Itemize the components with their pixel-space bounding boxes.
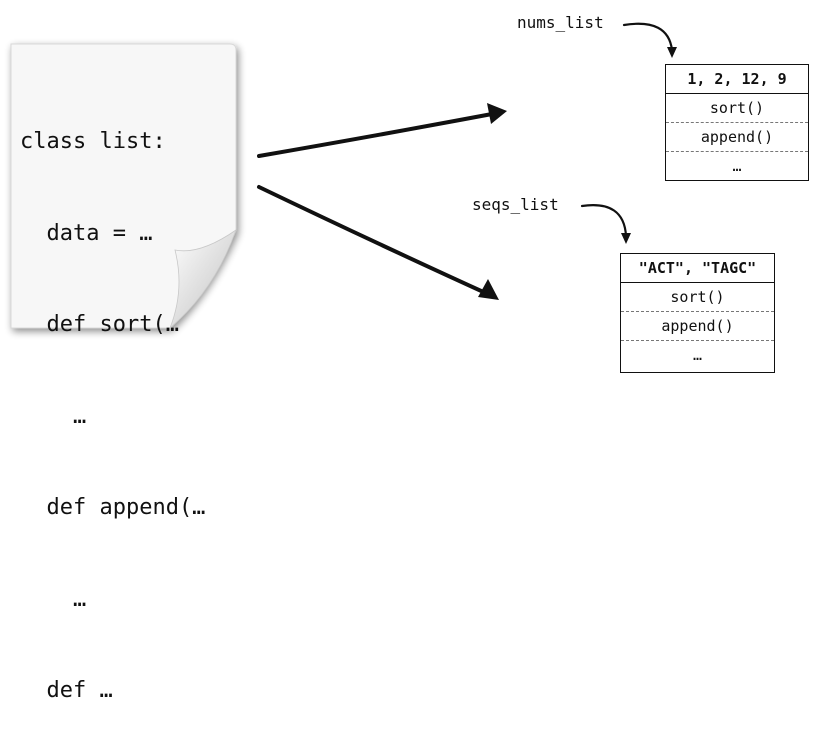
nums-list-method-append: append() bbox=[666, 122, 808, 151]
nums-pointer-head bbox=[667, 47, 677, 58]
seqs-list-data: "ACT", "TAGC" bbox=[621, 254, 774, 283]
nums-list-method-more: … bbox=[666, 151, 808, 180]
code-line: def append(… bbox=[20, 495, 206, 520]
code-line: data = … bbox=[20, 220, 153, 246]
nums-list-method-sort: sort() bbox=[709, 99, 765, 117]
seqs-pointer-head bbox=[621, 233, 631, 244]
document-page-icon bbox=[10, 43, 237, 329]
class-code-block: class list: data = … def sort(… … def ap… bbox=[20, 66, 205, 732]
arrow-head-seqs bbox=[478, 279, 499, 300]
seqs-pointer-arrow bbox=[580, 204, 628, 238]
nums-pointer-arrow bbox=[622, 22, 674, 52]
page-curl-icon bbox=[169, 228, 237, 329]
seqs-list-label: seqs_list bbox=[472, 195, 559, 214]
code-line: … bbox=[20, 586, 87, 612]
code-line: def … bbox=[20, 678, 113, 703]
arrow-to-nums-object bbox=[257, 112, 494, 158]
code-line: … bbox=[20, 403, 87, 429]
seqs-list-method-append: append() bbox=[621, 311, 774, 340]
nums-list-data: 1, 2, 12, 9 bbox=[666, 65, 808, 94]
arrow-head-nums bbox=[487, 103, 507, 124]
nums-list-object: 1, 2, 12, 9 sort() append() … bbox=[665, 64, 809, 181]
seqs-list-object: "ACT", "TAGC" sort() append() … bbox=[620, 253, 775, 373]
seqs-list-method-more: … bbox=[621, 340, 774, 369]
arrow-to-seqs-object bbox=[257, 185, 492, 297]
seqs-list-method-sort: sort() bbox=[670, 288, 725, 306]
diagram-canvas bbox=[10, 22, 677, 329]
code-line: def sort(… bbox=[20, 312, 179, 337]
code-line: class list: bbox=[20, 129, 166, 154]
nums-list-label: nums_list bbox=[517, 13, 604, 32]
